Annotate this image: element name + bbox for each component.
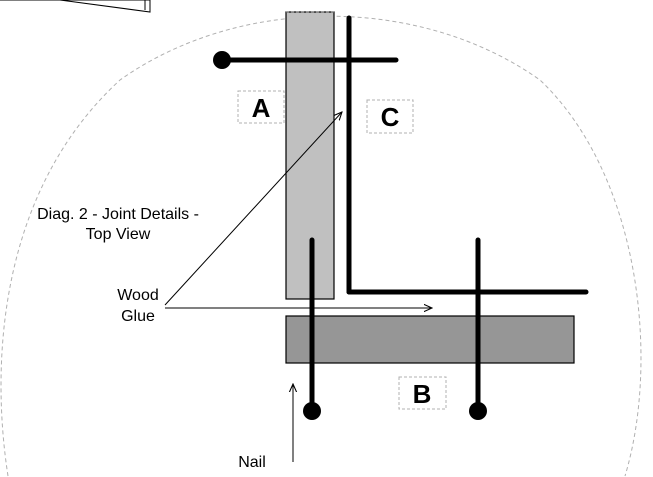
wood-glue-label-line-1: Wood bbox=[117, 287, 159, 304]
nail-bottom-right bbox=[469, 237, 487, 420]
label-b: B bbox=[398, 376, 447, 410]
nail-bottom-left bbox=[303, 237, 321, 420]
board-b bbox=[285, 315, 575, 364]
diagram-title-line-2: Top View bbox=[86, 226, 151, 243]
nail-top-horizontal bbox=[213, 51, 399, 69]
label-a: A bbox=[237, 90, 285, 124]
corner-c-lines bbox=[346, 15, 589, 295]
label-c: C bbox=[366, 99, 414, 134]
svg-text:B: B bbox=[413, 379, 432, 409]
svg-text:C: C bbox=[381, 102, 400, 132]
glue-arrow-to-corner bbox=[164, 112, 342, 306]
diagram-title-line-1: Diag. 2 - Joint Details - bbox=[37, 206, 199, 223]
svg-text:A: A bbox=[252, 93, 271, 123]
wood-glue-label-line-2: Glue bbox=[121, 308, 155, 325]
nail-label: Nail bbox=[238, 454, 266, 471]
partial-board-top-left bbox=[0, 0, 151, 13]
